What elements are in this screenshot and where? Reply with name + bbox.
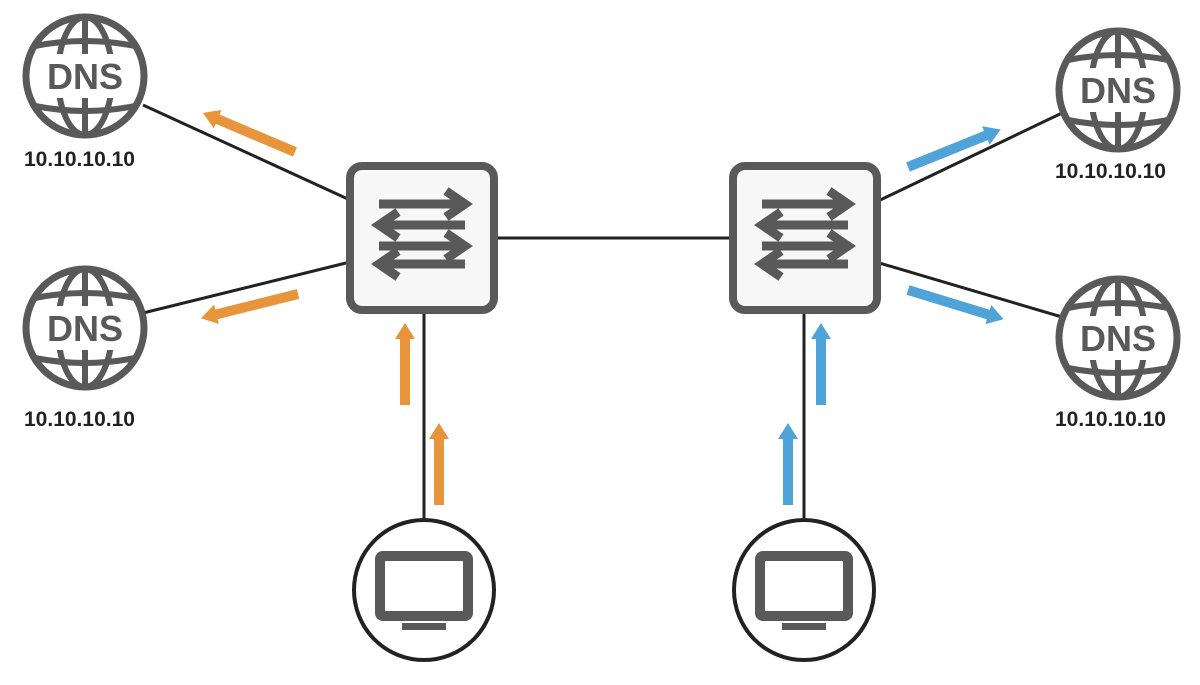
dns-label: DNS bbox=[47, 56, 123, 97]
left-flow-arrows bbox=[200, 109, 449, 505]
dns-server-bottom-right[interactable]: DNS bbox=[1059, 279, 1177, 397]
arrow-icon bbox=[200, 289, 300, 325]
arrow-icon bbox=[906, 285, 1004, 325]
client-left[interactable] bbox=[354, 520, 494, 660]
dns-label: DNS bbox=[47, 308, 123, 349]
client-right[interactable] bbox=[734, 520, 874, 660]
dns-server-top-left[interactable]: DNS bbox=[26, 17, 144, 135]
connection-lines bbox=[142, 103, 1063, 518]
link-switch-right-dns-br bbox=[875, 260, 1063, 319]
arrow-icon bbox=[395, 323, 415, 405]
arrow-icon bbox=[778, 423, 798, 505]
ip-label-bottom-right: 10.10.10.10 bbox=[1055, 408, 1166, 431]
link-dns-bl-switch-left bbox=[142, 260, 351, 315]
link-switch-right-dns-tr bbox=[875, 111, 1063, 204]
arrow-icon bbox=[429, 423, 449, 505]
dns-server-bottom-left[interactable]: DNS bbox=[26, 269, 144, 387]
dns-server-top-right[interactable]: DNS bbox=[1059, 31, 1177, 149]
arrow-icon bbox=[811, 323, 831, 405]
dns-label: DNS bbox=[1080, 70, 1156, 111]
ip-label-bottom-left: 10.10.10.10 bbox=[24, 408, 135, 431]
switch-right[interactable] bbox=[729, 162, 881, 314]
right-flow-arrows bbox=[778, 126, 1004, 505]
monitor-icon bbox=[354, 520, 494, 660]
arrow-icon bbox=[202, 109, 297, 157]
arrow-icon bbox=[906, 126, 1001, 172]
link-dns-tl-switch-left bbox=[142, 103, 351, 202]
monitor-icon bbox=[734, 520, 874, 660]
switch-left[interactable] bbox=[346, 162, 498, 314]
dns-label: DNS bbox=[1080, 318, 1156, 359]
ip-label-top-right: 10.10.10.10 bbox=[1055, 160, 1166, 183]
ip-label-top-left: 10.10.10.10 bbox=[24, 148, 135, 171]
